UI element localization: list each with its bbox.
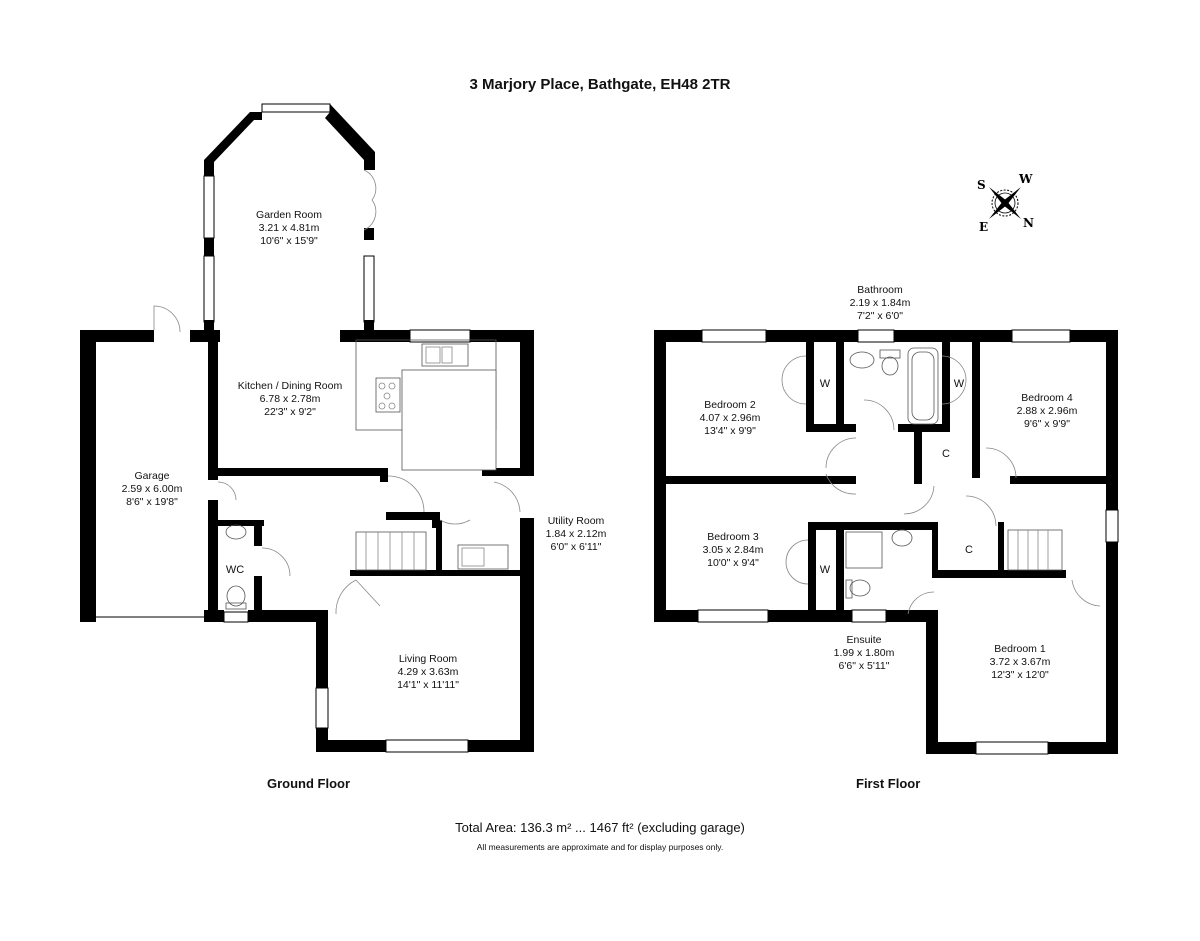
ground-floor-walls	[80, 103, 534, 752]
room-label-utility-room: Utility Room 1.84 x 2.12m 6'0" x 6'11"	[545, 515, 607, 553]
cupboard-label-landing: C	[942, 448, 950, 460]
cupboard-label-stairs: C	[965, 544, 973, 556]
room-label-living-room: Living Room 4.29 x 3.63m 14'1" x 11'11"	[397, 653, 459, 691]
room-label-garden-room: Garden Room 3.21 x 4.81m 10'6" x 15'9"	[256, 209, 322, 247]
room-label-bedroom-4: Bedroom 4 2.88 x 2.96m 9'6" x 9'9"	[1016, 392, 1078, 430]
ground-floor-fixtures	[153, 169, 521, 615]
first-floor-windows	[697, 329, 1119, 755]
room-label-bedroom-1: Bedroom 1 3.72 x 3.67m 12'3" x 12'0"	[989, 643, 1051, 681]
wardrobe-label-bedroom-2: W	[819, 378, 831, 390]
disclaimer: All measurements are approximate and for…	[476, 842, 724, 852]
room-label-kitchen-dining: Kitchen / Dining Room 6.78 x 2.78m 22'3"…	[237, 380, 343, 418]
room-label-bedroom-3: Bedroom 3 3.05 x 2.84m 10'0" x 9'4"	[702, 531, 764, 569]
compass-s-label: S	[977, 178, 986, 192]
ground-floor-windows	[96, 329, 471, 753]
property-address-title: 3 Marjory Place, Bathgate, EH48 2TR	[469, 76, 731, 93]
room-label-ensuite: Ensuite 1.99 x 1.80m 6'6" x 5'11"	[833, 634, 895, 672]
ground-floor-label: Ground Floor	[267, 776, 351, 791]
wc-label: WC	[225, 564, 245, 576]
room-label-garage: Garage 2.59 x 6.00m 8'6" x 19'8"	[121, 470, 183, 508]
wardrobe-label-bedroom-3: W	[819, 564, 831, 576]
compass-w-label: W	[1018, 172, 1033, 186]
total-area: Total Area: 136.3 m² ... 1467 ft² (exclu…	[455, 820, 745, 835]
compass-rose-icon: S W E N	[977, 172, 1034, 234]
wardrobe-label-bedroom-4: W	[953, 378, 965, 390]
compass-e-label: E	[979, 220, 988, 234]
first-floor-label: First Floor	[856, 776, 921, 791]
room-label-bedroom-2: Bedroom 2 4.07 x 2.96m 13'4" x 9'9"	[699, 399, 761, 437]
room-label-bathroom: Bathroom 2.19 x 1.84m 7'2" x 6'0"	[849, 284, 911, 322]
compass-n-label: N	[1023, 216, 1034, 230]
first-floor-fixtures	[781, 347, 1101, 615]
